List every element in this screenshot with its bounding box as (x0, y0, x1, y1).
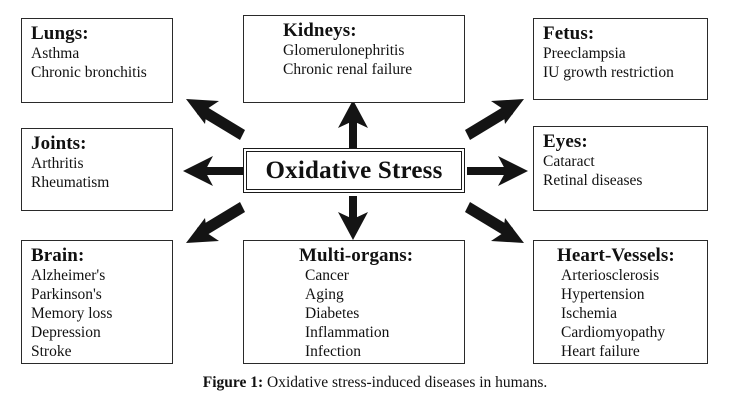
node-list-multi-organs: Cancer Aging Diabetes Inflammation Infec… (253, 267, 457, 362)
list-item: Asthma (31, 45, 80, 63)
figure-caption: Figure 1: Oxidative stress-induced disea… (0, 374, 750, 392)
node-box-eyes: Eyes: Cataract Retinal diseases (533, 126, 708, 211)
arrow-to-fetus (465, 99, 524, 140)
node-box-multi-organs: Multi-organs: Cancer Aging Diabetes Infl… (243, 240, 465, 364)
node-box-brain: Brain: Alzheimer's Parkinson's Memory lo… (21, 240, 173, 364)
node-title-fetus: Fetus: (543, 23, 595, 44)
arrow-to-brain (186, 202, 245, 243)
figure-caption-label: Figure 1: (202, 374, 264, 391)
list-item: Preeclampsia (543, 45, 626, 63)
list-item: Stroke (31, 342, 72, 360)
list-item: Glomerulonephritis (283, 42, 405, 60)
list-item: Heart failure (561, 342, 640, 360)
list-item: Memory loss (31, 305, 113, 323)
center-label: Oxidative Stress (265, 156, 443, 184)
node-list-kidneys: Glomerulonephritis Chronic renal failure (253, 42, 457, 80)
list-item: Hypertension (561, 286, 645, 304)
node-title-kidneys: Kidneys: (283, 20, 357, 41)
list-item: Retinal diseases (543, 172, 643, 190)
arrow-to-kidneys (338, 100, 368, 148)
figure-caption-text: Oxidative stress-induced diseases in hum… (263, 374, 548, 391)
node-list-fetus: Preeclampsia IU growth restriction (543, 45, 700, 83)
arrow-to-joints (183, 156, 244, 186)
list-item: Depression (31, 323, 101, 341)
list-item: Arthritis (31, 155, 84, 173)
list-item: Alzheimer's (31, 267, 106, 285)
node-box-heart-vessels: Heart-Vessels: Arteriosclerosis Hyperten… (533, 240, 708, 364)
list-item: IU growth restriction (543, 64, 674, 82)
list-item: Cataract (543, 153, 595, 171)
node-title-lungs: Lungs: (31, 23, 89, 44)
node-list-lungs: Asthma Chronic bronchitis (31, 45, 165, 83)
node-title-eyes: Eyes: (543, 131, 588, 152)
list-item: Chronic bronchitis (31, 64, 147, 82)
node-list-brain: Alzheimer's Parkinson's Memory loss Depr… (31, 267, 165, 362)
list-item: Cardiomyopathy (561, 323, 666, 341)
list-item: Infection (305, 342, 361, 360)
list-item: Diabetes (305, 305, 360, 323)
node-title-joints: Joints: (31, 133, 87, 154)
arrow-to-heart-vessels (465, 202, 524, 243)
list-item: Parkinson's (31, 286, 102, 304)
node-box-joints: Joints: Arthritis Rheumatism (21, 128, 173, 211)
node-list-joints: Arthritis Rheumatism (31, 155, 165, 193)
node-title-heart-vessels: Heart-Vessels: (557, 245, 675, 266)
list-item: Cancer (305, 267, 349, 285)
node-list-eyes: Cataract Retinal diseases (543, 153, 700, 191)
list-item: Aging (305, 286, 344, 304)
list-item: Inflammation (305, 323, 390, 341)
node-title-multi-organs: Multi-organs: (299, 245, 414, 266)
arrow-to-multi-organs (338, 196, 368, 240)
arrow-to-eyes (467, 156, 528, 186)
node-box-lungs: Lungs: Asthma Chronic bronchitis (21, 18, 173, 103)
node-list-heart-vessels: Arteriosclerosis Hypertension Ischemia C… (543, 267, 700, 362)
arrow-to-lungs (186, 99, 245, 140)
node-title-brain: Brain: (31, 245, 85, 266)
center-inner-border: Oxidative Stress (246, 151, 462, 190)
list-item: Arteriosclerosis (561, 267, 660, 285)
list-item: Chronic renal failure (283, 61, 413, 79)
node-box-fetus: Fetus: Preeclampsia IU growth restrictio… (533, 18, 708, 100)
list-item: Rheumatism (31, 174, 110, 192)
node-box-kidneys: Kidneys: Glomerulonephritis Chronic rena… (243, 15, 465, 103)
list-item: Ischemia (561, 305, 617, 323)
node-box-oxidative-stress: Oxidative Stress (243, 148, 465, 193)
